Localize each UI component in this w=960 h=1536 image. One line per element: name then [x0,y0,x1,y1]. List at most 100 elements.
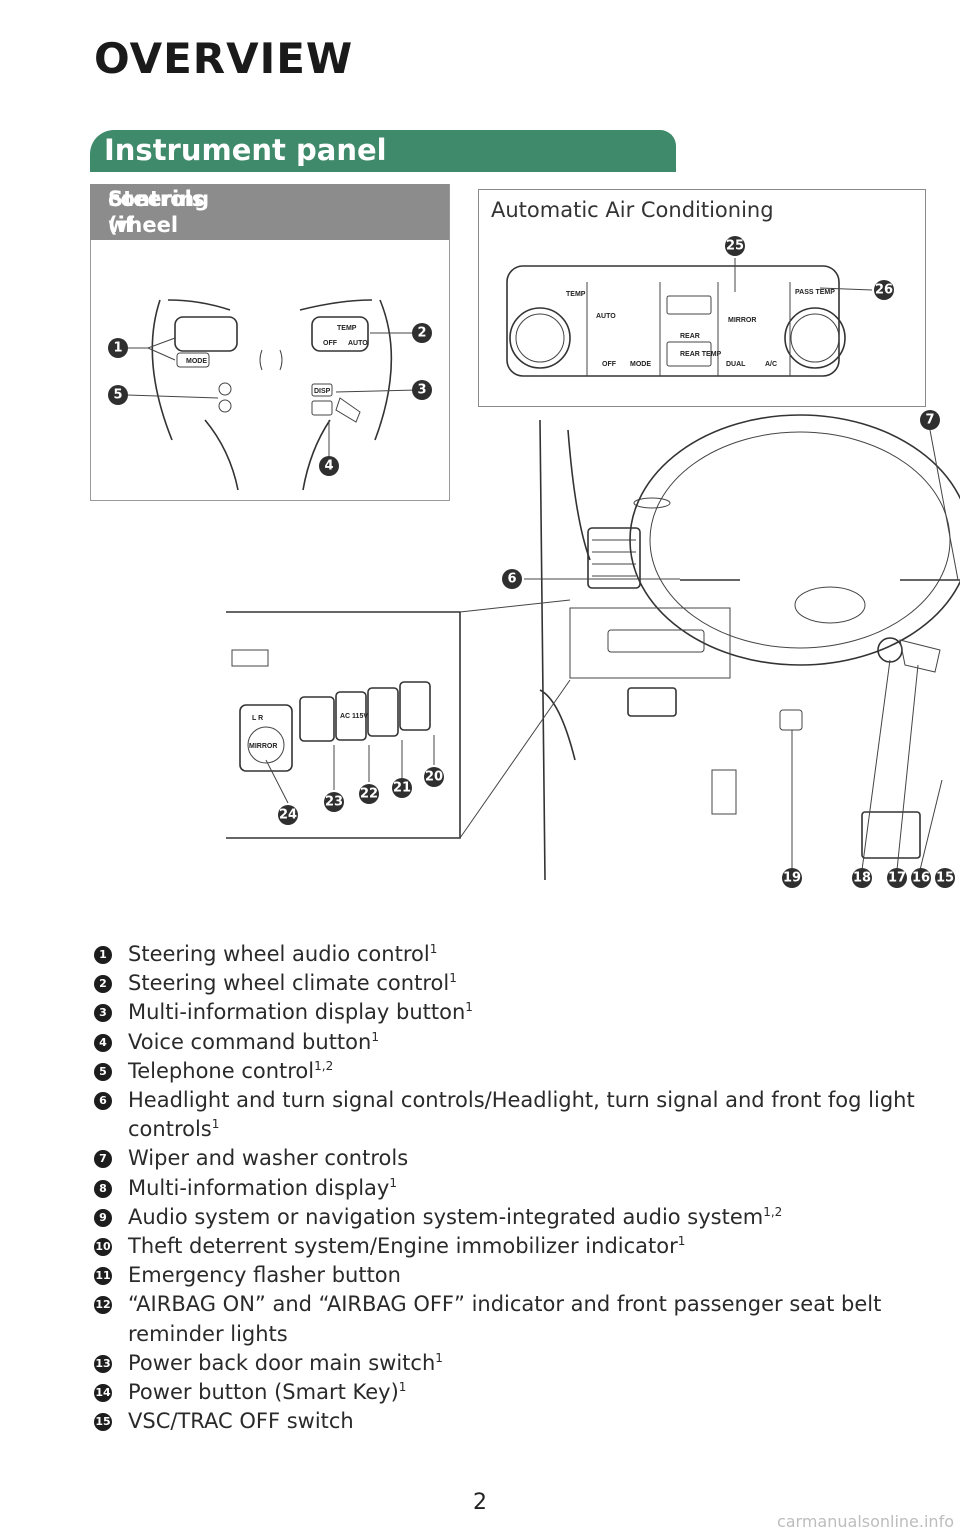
dashboard-drawing [539,414,960,881]
svg-text:23: 23 [325,795,343,810]
legend-text: Steering wheel climate control [128,971,450,996]
svg-text:16: 16 [912,871,930,886]
legend-footnote: 1 [435,1350,443,1365]
svg-text:5: 5 [113,388,122,403]
legend-item: 12“AIRBAG ON” and “AIRBAG OFF” indicator… [94,1290,934,1348]
legend-text: Steering wheel audio control [128,942,430,966]
ac-figure [478,189,926,407]
ac-figure-title: Automatic Air Conditioning [491,198,774,222]
legend-number-badge: 6 [94,1092,112,1111]
svg-text:REAR: REAR [680,333,700,340]
svg-text:24: 24 [279,808,297,823]
callout-4: 4 [319,456,339,476]
legend-footnote: 1 [449,971,457,986]
svg-text:4: 4 [324,459,333,474]
callout-22: 22 [359,784,379,804]
callout-25: 25 [725,236,745,256]
legend-item: 11 Emergency flasher button [94,1261,934,1290]
svg-text:1: 1 [113,341,122,356]
svg-text:26: 26 [875,283,893,298]
legend-text: VSC/TRAC OFF switch [128,1409,354,1434]
legend-footnote: 1 [371,1029,379,1044]
legend-number-badge: 14 [94,1384,112,1403]
steering-temp-label: TEMP [337,325,357,332]
svg-text:MODE: MODE [630,361,651,368]
callout-21: 21 [392,778,412,798]
callout-20: 20 [424,767,444,787]
legend-text: Multi-information display [128,1175,390,1200]
steering-disp-label: DISP [314,388,331,395]
legend-footnote: 1 [677,1234,686,1249]
legend-footnote: 1,2 [763,1204,783,1219]
legend-text: Wiper and washer controls [128,1146,409,1171]
legend-footnote: 1 [398,1380,407,1395]
legend-text: Multi-information display button [128,1000,466,1025]
svg-text:25: 25 [726,239,744,254]
callout-19: 19 [782,868,802,888]
svg-text:MIRROR: MIRROR [249,743,277,750]
page-title: OVERVIEW [94,34,354,83]
instrument-panel-illustration: MODE TEMP OFF AUTO DISP TEMP AUTO REAR R… [108,236,960,888]
svg-text:3: 3 [417,383,426,398]
svg-text:15: 15 [936,871,954,886]
svg-text:20: 20 [425,770,443,785]
callout-7: 7 [920,410,940,430]
section-title: Instrument panel [104,133,387,167]
legend-number-badge: 7 [94,1150,112,1169]
legend-item: 15 VSC/TRAC OFF switch [94,1407,934,1436]
legend-footnote: 1,2 [314,1058,334,1073]
svg-text:REAR TEMP: REAR TEMP [680,351,722,358]
legend-text: Power button (Smart Key) [128,1380,399,1405]
svg-text:TEMP: TEMP [566,291,586,298]
legend-footnote: 1 [211,1117,220,1132]
svg-text:18: 18 [853,871,871,886]
legend-footnote: 1 [465,1000,473,1015]
legend-number-badge: 11 [94,1267,112,1286]
callout-3: 3 [412,380,432,400]
svg-text:L R: L R [252,715,263,722]
callout-1: 1 [108,338,128,358]
legend-text: Emergency flasher button [128,1263,401,1288]
svg-text:DUAL: DUAL [726,361,746,368]
legend-item: 14 Power button (Smart Key)1 [94,1378,934,1407]
svg-text:21: 21 [393,781,411,796]
legend-number-badge: 8 [94,1179,112,1198]
legend-number-badge: 1 [94,946,112,964]
svg-text:AC 115V: AC 115V [340,713,368,720]
legend-number-badge: 9 [94,1208,112,1227]
callout-24: 24 [278,805,298,825]
svg-text:2: 2 [417,326,426,341]
callout-6: 6 [502,569,522,589]
legend-text: Theft deterrent system/Engine immobilize… [128,1234,678,1259]
svg-text:A/C: A/C [765,361,777,368]
svg-text:19: 19 [783,871,801,886]
legend-number-badge: 4 [94,1033,112,1052]
legend-text: “AIRBAG ON” and “AIRBAG OFF” indicator a… [128,1292,882,1346]
callout-15: 15 [935,868,955,888]
svg-text:OFF: OFF [602,361,617,368]
legend-item: 7 Wiper and washer controls [94,1144,934,1173]
svg-text:7: 7 [925,413,934,428]
legend-number-badge: 15 [94,1413,112,1432]
steering-off-label: OFF [323,340,338,347]
callout-2: 2 [412,323,432,343]
legend-text: Power back door main switch [128,1350,436,1375]
callout-16: 16 [911,868,931,888]
svg-text:PASS TEMP: PASS TEMP [795,289,835,296]
ac-panel-drawing: TEMP AUTO REAR REAR TEMP MIRROR PASS TEM… [506,265,846,377]
svg-text:22: 22 [360,787,378,802]
callout-17: 17 [887,868,907,888]
legend-number-badge: 3 [94,1004,112,1023]
callout-5: 5 [108,385,128,405]
steering-mode-label: MODE [186,358,207,365]
